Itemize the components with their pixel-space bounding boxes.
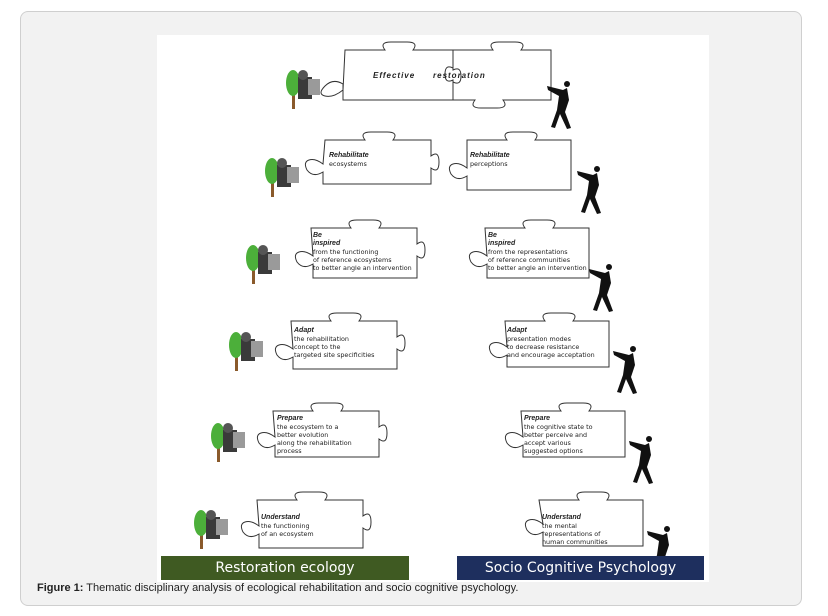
- right-piece-4: Prepare the cognitive state to better pe…: [524, 415, 593, 455]
- figure-frame: Effective restoration Rehabilitate ecosy…: [20, 11, 802, 606]
- right-piece-1: Rehabilitate perceptions: [470, 152, 510, 168]
- socio-cognitive-psychology-banner: Socio Cognitive Psychology: [457, 556, 704, 580]
- puzzle-row-5: [211, 402, 653, 484]
- right-piece-2: Be inspired from the representations of …: [488, 232, 587, 272]
- puzzle-row-1: [286, 41, 571, 129]
- puzzle-diagram: [194, 41, 671, 574]
- effective-label: Effective: [373, 71, 416, 80]
- puzzle-row-2: [265, 131, 601, 214]
- figure-caption-label: Figure 1:: [37, 582, 84, 594]
- puzzle-row-4: [229, 312, 637, 394]
- left-piece-1: Rehabilitate ecosystems: [329, 152, 369, 168]
- figure-caption: Figure 1: Thematic disciplinary analysis…: [37, 582, 518, 594]
- puzzle-row-6: [194, 491, 671, 574]
- puzzle-row-3: [246, 219, 613, 312]
- right-piece-3: Adapt presentation modes to decrease res…: [507, 327, 595, 359]
- figure-caption-text: Thematic disciplinary analysis of ecolog…: [83, 582, 519, 594]
- right-piece-5: Understand the mental representations of…: [542, 514, 608, 546]
- left-piece-2: Be inspired from the functioning of refe…: [313, 232, 412, 272]
- left-piece-5: Understand the functioning of an ecosyst…: [261, 514, 314, 538]
- restoration-label: restoration: [433, 71, 486, 80]
- restoration-ecology-banner: Restoration ecology: [161, 556, 409, 580]
- left-piece-4: Prepare the ecosystem to a better evolut…: [277, 415, 352, 455]
- left-piece-3: Adapt the rehabilitation concept to the …: [294, 327, 375, 359]
- figure-image: Effective restoration Rehabilitate ecosy…: [157, 35, 709, 582]
